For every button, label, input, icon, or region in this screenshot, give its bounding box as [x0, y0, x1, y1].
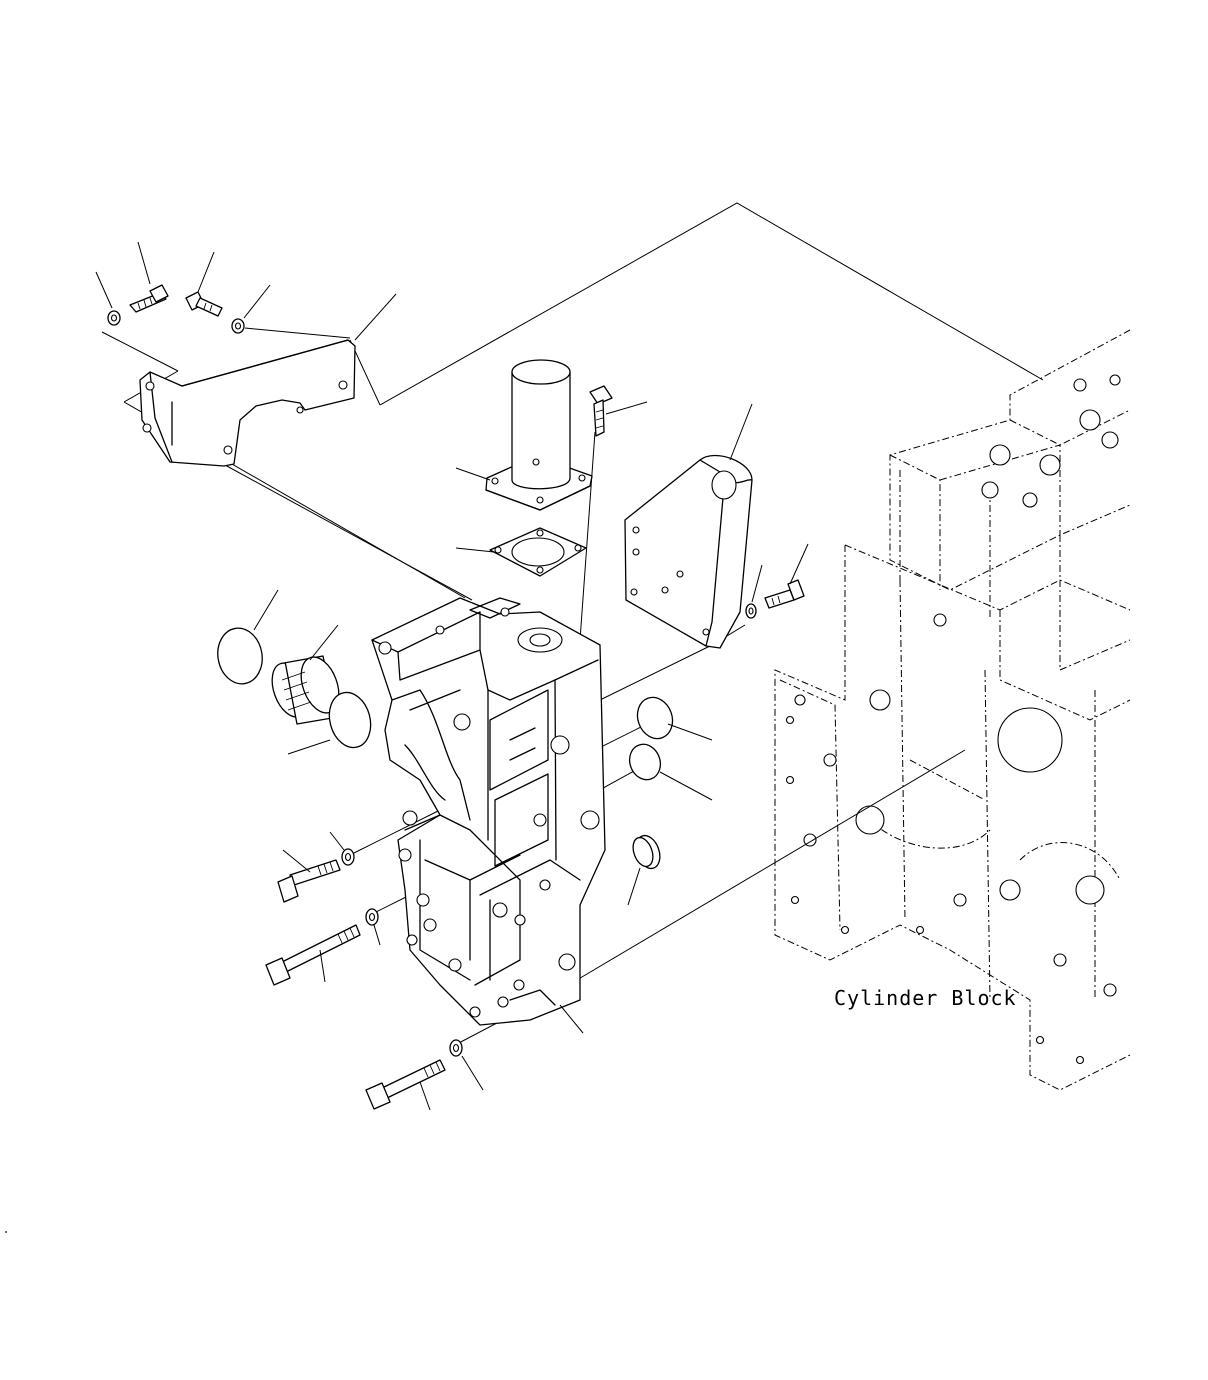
cylinder-block-icon [774, 329, 1131, 1091]
bolt-icon [764, 579, 805, 609]
flange-bolt-icon [185, 291, 223, 317]
front-case-icon [371, 597, 606, 1026]
bracket-icon [139, 339, 356, 467]
bolt-icon [365, 1059, 446, 1110]
mount-plate-icon [624, 454, 753, 649]
washer-icon [449, 1039, 463, 1057]
o-ring-icon [328, 691, 372, 749]
bolt-icon [129, 284, 169, 313]
o-ring-icon [636, 696, 674, 740]
tube-icon [485, 359, 593, 511]
washer-icon [341, 848, 355, 866]
gasket-icon [489, 527, 587, 577]
bolt-icon [265, 924, 361, 986]
cylinder-block-label: Cylinder Block [834, 986, 1017, 1010]
washer-icon [231, 318, 245, 334]
o-ring-icon [217, 627, 263, 685]
callout-leaders [95, 241, 809, 1111]
o-ring-icon [628, 743, 662, 781]
dot-mark [5, 1231, 7, 1233]
washer-icon [365, 908, 379, 926]
washer-icon [107, 310, 121, 326]
flange-bolt-icon [589, 385, 613, 437]
washer-icon [745, 603, 757, 619]
bolt-icon [277, 859, 341, 903]
plug-icon [271, 655, 340, 725]
plug-icon [632, 834, 661, 870]
